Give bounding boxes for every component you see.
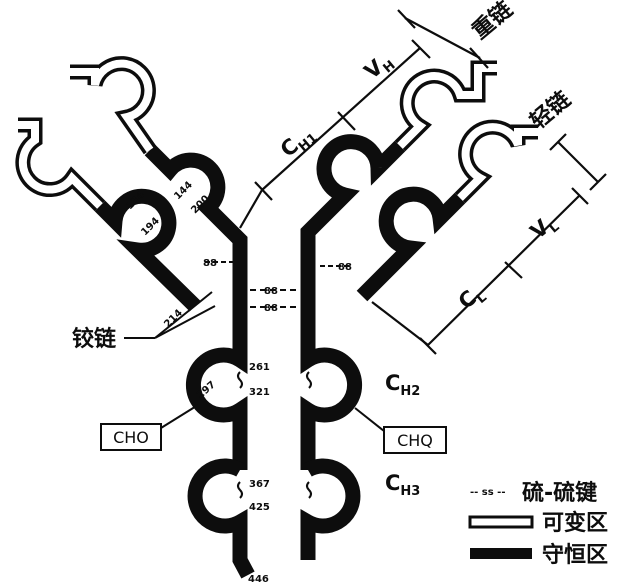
- left-hl-ss-label: 88: [203, 258, 217, 269]
- cl-label: CL: [454, 280, 490, 317]
- residue-144-label: 144: [172, 180, 195, 203]
- left-ch2-loop: [185, 300, 248, 470]
- cl-leader-line: [371, 301, 429, 346]
- vl-label: VL: [526, 210, 563, 247]
- residue-214-label: 214: [162, 308, 185, 331]
- heavy-chain-bracket: [397, 9, 489, 69]
- hinge-leader-lower: [154, 305, 216, 339]
- legend: -- ss -- 硫-硫键 可变区 守恒区: [468, 480, 608, 568]
- right-ch2-loop: [300, 300, 363, 470]
- hinge-ss-1-label: 88: [264, 286, 278, 297]
- right-fc-chain: [300, 300, 363, 560]
- legend-disulfide-symbol: -- ss --: [470, 487, 505, 498]
- right-vl-segment-inner: [457, 123, 538, 201]
- left-vl-segment-inner: [18, 121, 103, 209]
- vh-label: VH: [360, 48, 399, 87]
- right-ch1-loop: [300, 134, 406, 300]
- legend-constant-swatch: [470, 548, 532, 559]
- left-cl-loop: [94, 188, 201, 312]
- residue-425-label: 425: [249, 502, 270, 513]
- legend-variable-swatch: [468, 515, 534, 529]
- hinge-leader-upper: [154, 291, 213, 339]
- residue-92-label: 92: [78, 113, 91, 123]
- right-light-chain: [356, 119, 538, 302]
- cho-right-box: CHQ: [354, 407, 447, 454]
- left-heavy-chain: [70, 56, 248, 300]
- hinge-disulfide-bonds: 88 88: [250, 286, 298, 314]
- right-cl-loop: [356, 186, 466, 302]
- vh-ch1-bracket: [254, 39, 431, 201]
- hinge-ss-2-label: 88: [264, 303, 278, 314]
- left-vh-segment-inner: [70, 59, 154, 153]
- left-ch1-loop: [144, 144, 248, 300]
- residue-446-label: 446: [248, 574, 269, 585]
- legend-variable-label: 可变区: [542, 510, 608, 536]
- right-heavy-chain: [300, 60, 497, 300]
- right-vh-segment-inner: [397, 64, 497, 149]
- residue-261-label: 261: [249, 362, 270, 373]
- light-chain-bracket: [549, 133, 607, 191]
- intradomain-disulfides: [237, 371, 312, 499]
- left-light-chain: [15, 117, 201, 312]
- cho-left-label: CHO: [113, 428, 149, 447]
- right-hl-ss-label: 88: [338, 262, 352, 273]
- right-ch3-loop: [300, 458, 361, 560]
- legend-disulfide-label: 硫-硫键: [522, 480, 597, 506]
- left-fc-chain: [185, 300, 255, 579]
- legend-constant-label: 守恒区: [542, 542, 608, 568]
- residue-367-label: 367: [249, 479, 270, 490]
- cho-right-label: CHQ: [397, 431, 433, 450]
- left-ch3-loop: [187, 458, 255, 579]
- hinge-label: 铰链: [72, 326, 116, 352]
- residue-96-label: 96: [88, 125, 101, 135]
- ch1-leader-line: [239, 189, 263, 229]
- cho-left-box: CHO: [100, 404, 199, 451]
- ch2-label: CH2: [385, 371, 420, 399]
- heavy-chain-label: 重链: [467, 0, 517, 45]
- residue-88-label: 88: [68, 156, 81, 166]
- ch3-label: CH3: [385, 471, 420, 499]
- residue-321-label: 321: [249, 387, 270, 398]
- residue-22-label: 22: [55, 131, 68, 141]
